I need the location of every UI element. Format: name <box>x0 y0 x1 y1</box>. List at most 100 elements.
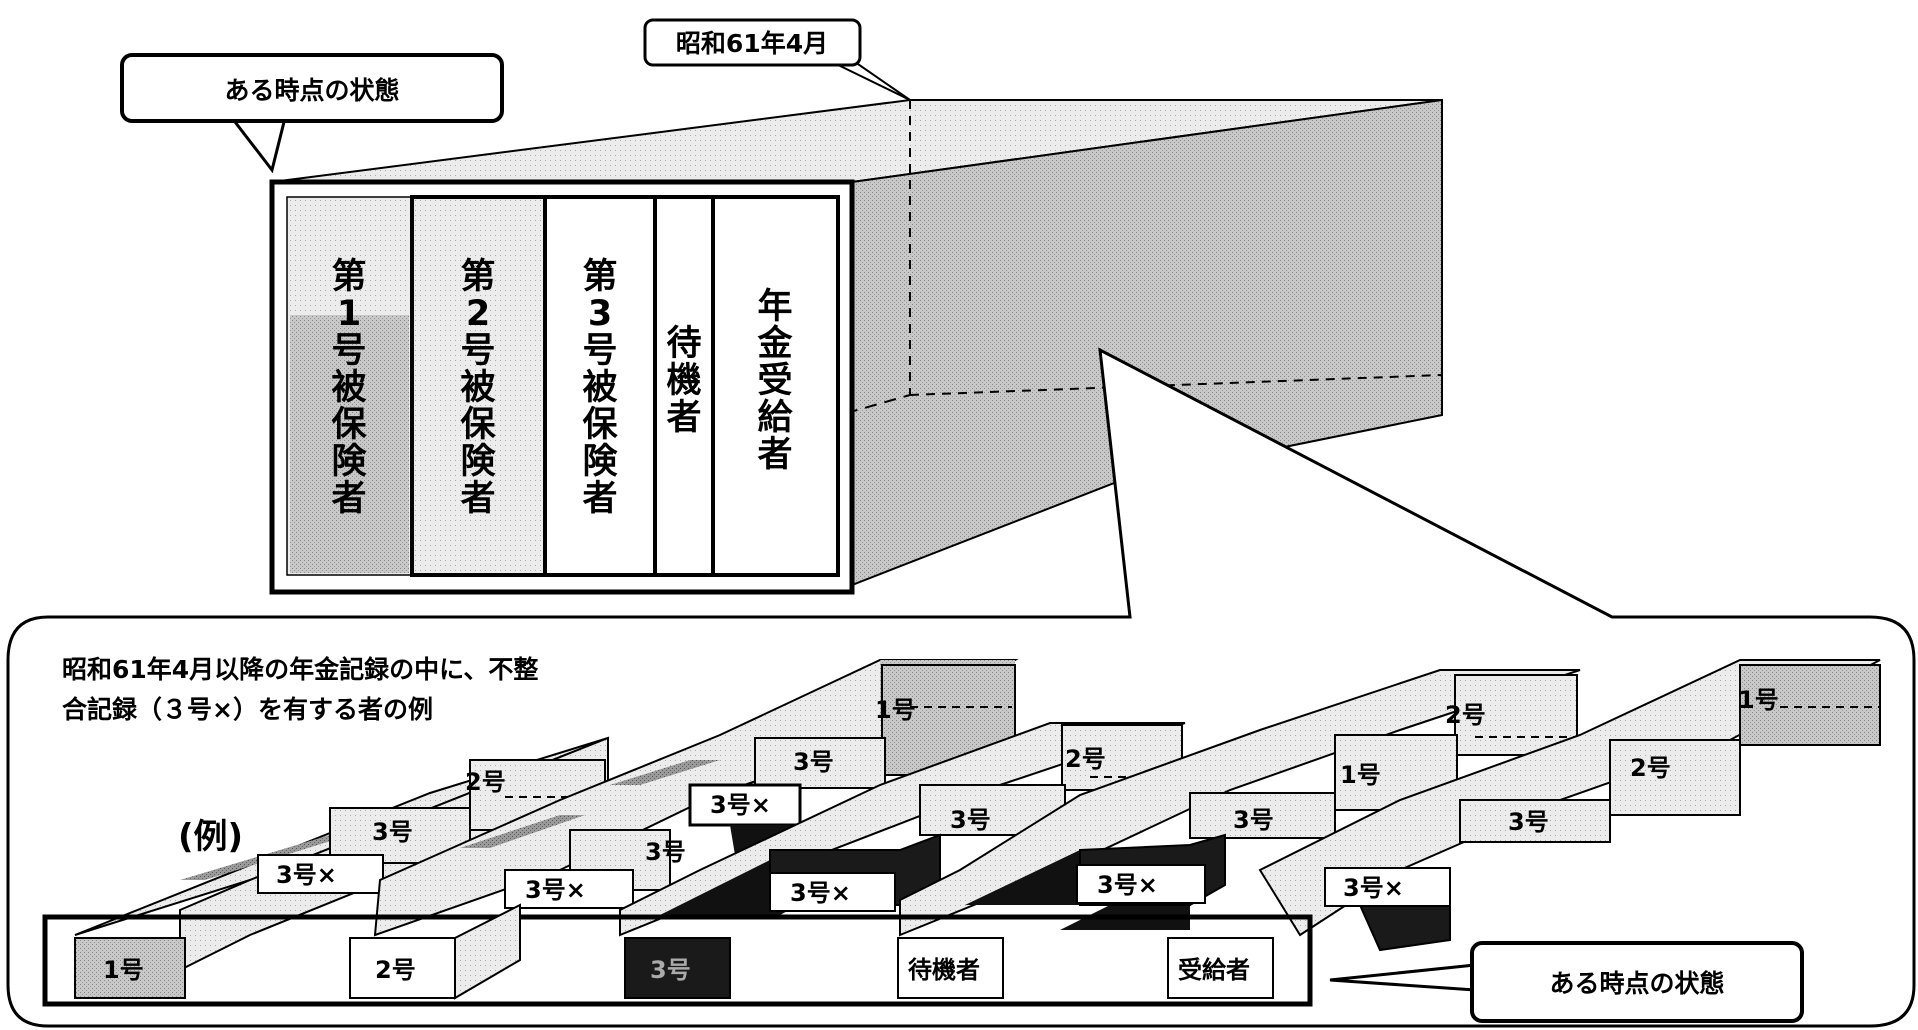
front-box-3-label: 3号 <box>650 956 691 984</box>
front-box-2-body <box>349 937 456 999</box>
column-3-char-4: 被 <box>582 368 617 408</box>
chain4-seg4-label: 2号 <box>1445 701 1486 729</box>
panel-caption-line1: 昭和61年4月以降の年金記録の中に、不整 <box>62 655 538 684</box>
column-2-char-1: 第 <box>460 257 495 297</box>
column-1-char-4: 被 <box>331 368 366 408</box>
column-3-char-6: 険 <box>582 442 618 482</box>
chain2-seg1-face <box>504 869 634 909</box>
column-3-char-2: 3 <box>588 294 612 334</box>
chain1-seg3-label: 2号 <box>465 768 506 796</box>
column-5-char-3: 受 <box>757 361 792 401</box>
date-boundary-floor <box>909 374 1443 396</box>
column-2-char-4: 被 <box>460 368 495 408</box>
record-chain-4: 2号 1号 3号 3号× <box>899 669 1581 937</box>
chain2-seg2-label: 3号 <box>645 838 686 866</box>
column-5-char-1: 年 <box>757 287 792 327</box>
chain3-seg1-label: 3号× <box>790 879 851 907</box>
front-box-5-body <box>1167 937 1274 999</box>
state-callout-bottom-pointer <box>1329 963 1476 992</box>
chain5-seg3-label: 2号 <box>1630 754 1671 782</box>
column-5-char-4: 給 <box>757 398 793 438</box>
column-4-char-1: 待 <box>666 324 701 364</box>
front-state-frame <box>42 914 1313 1007</box>
chain3-seg3-label: 2号 <box>1065 745 1106 773</box>
front-box-1-body <box>74 937 186 999</box>
front-box-5: 受給者 <box>1167 937 1274 999</box>
chain5-seg1-face <box>1324 867 1451 907</box>
front-box-2: 2号 <box>349 903 521 1000</box>
chain3-seg2-label: 3号 <box>950 806 991 834</box>
chain5-seg1-label: 3号× <box>1343 874 1404 902</box>
chain5-seg3-face <box>1609 739 1741 816</box>
column-2-char-3: 号 <box>460 331 495 371</box>
front-box-1-label: 1号 <box>103 956 144 984</box>
date-callout: 昭和61年4月 <box>643 18 911 101</box>
front-box-2-label: 2号 <box>375 956 416 984</box>
chain4-top <box>899 669 1581 937</box>
column-5-char-5: 者 <box>757 435 792 475</box>
column-5-char-2: 金 <box>756 323 793 364</box>
chain3-seg1-face <box>769 872 896 912</box>
chain2-seg3-label: 3号× <box>710 791 771 819</box>
date-callout-box <box>643 18 862 67</box>
column-4-char-2: 機 <box>666 361 701 401</box>
date-callout-text: 昭和61年4月 <box>676 29 828 58</box>
column-1-char-2: 1 <box>337 294 361 334</box>
chain2-seg5-label: 1号 <box>875 696 916 724</box>
chain4-seg1-label: 3号× <box>1097 871 1158 899</box>
state-callout-top-pointer <box>230 117 287 174</box>
front-box-3-body <box>624 937 731 999</box>
column-3-char-7: 者 <box>582 479 617 519</box>
chain4-seg2-face <box>1189 792 1336 839</box>
column-5-bg <box>711 195 840 577</box>
column-3-char-5: 保 <box>582 405 618 445</box>
record-chains: 2号 3号 3号× 1号 3号 3号× 3号 3号× <box>74 659 1881 972</box>
chain1-seg1-face <box>257 854 384 894</box>
chain2-seg1-label: 3号× <box>525 876 586 904</box>
column-2-char-7: 者 <box>460 479 495 519</box>
state-callout-bottom-box <box>1470 941 1804 1023</box>
column-1-char-6: 険 <box>331 442 367 482</box>
front-box-2-side <box>454 903 521 1000</box>
example-label: (例) <box>178 817 243 857</box>
chain4-seg1-face <box>1076 864 1206 904</box>
column-1-char-1: 第 <box>331 257 366 297</box>
panel-caption-line2: 合記録（３号×）を有する者の例 <box>62 695 433 724</box>
state-callout-top: ある時点の状態 <box>120 53 504 174</box>
column-3-char-1: 第 <box>582 257 617 297</box>
column-4-char-3: 者 <box>666 398 701 438</box>
state-callout-bottom: ある時点の状態 <box>1329 941 1804 1023</box>
chain2-dark-a <box>460 815 585 848</box>
front-box-4: 待機者 <box>897 937 1004 999</box>
record-chain-5: 1号 2号 3号 3号× <box>1258 659 1881 952</box>
chain5-seg2-label: 3号 <box>1508 808 1549 836</box>
column-2-char-2: 2 <box>466 294 490 334</box>
chain1-seg2-label: 3号 <box>372 818 413 846</box>
front-box-1: 1号 <box>74 937 186 999</box>
chain4-seg4-face <box>1454 674 1578 756</box>
chain2-seg3-face <box>688 783 802 827</box>
column-3-bg <box>543 195 657 577</box>
column-2-char-5: 保 <box>460 405 496 445</box>
front-box-5-label: 受給者 <box>1178 956 1250 984</box>
column-2-char-6: 険 <box>460 442 496 482</box>
chain4-seg2-label: 3号 <box>1233 806 1274 834</box>
column-1-char-5: 保 <box>331 405 367 445</box>
front-state-row: 1号 2号 3号 待機者 受給者 <box>42 903 1313 1007</box>
column-1-char-3: 号 <box>331 331 366 371</box>
chain2-dark-b <box>610 760 720 785</box>
chain5-seg4-label: 1号 <box>1738 686 1779 714</box>
chain5-seg2-face <box>1459 799 1611 843</box>
column-3-char-3: 号 <box>582 331 617 371</box>
state-callout-top-text: ある時点の状態 <box>224 76 399 105</box>
column-1-dark-band <box>290 315 409 573</box>
column-1-char-7: 者 <box>331 479 366 519</box>
state-callout-bottom-text: ある時点の状態 <box>1549 969 1724 998</box>
chain2-seg4-face <box>754 737 886 789</box>
chain5-seg4-face <box>1739 664 1881 746</box>
front-box-4-body <box>897 937 1004 999</box>
chain2-seg4-label: 3号 <box>793 748 834 776</box>
